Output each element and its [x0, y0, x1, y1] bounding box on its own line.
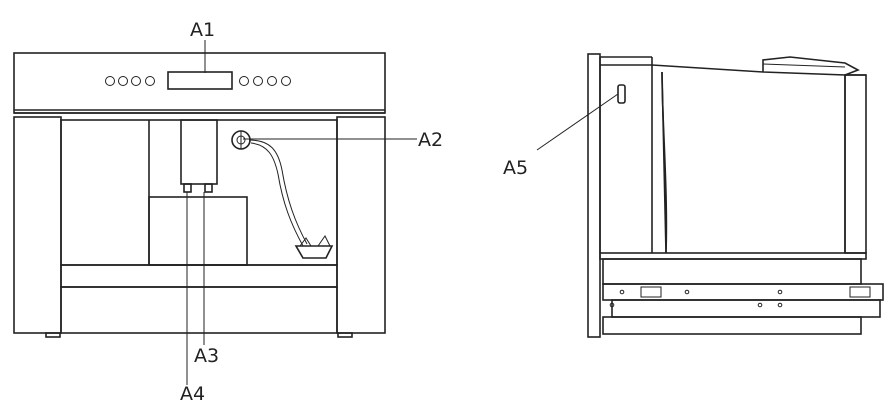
front-coffee-spout: [180, 119, 218, 185]
side-view: [536, 53, 884, 338]
side-base-drawer: [602, 258, 862, 285]
side-power-switch: [617, 84, 626, 104]
steam-knob: [231, 130, 251, 150]
front-top-panel: [13, 52, 386, 114]
steam-pipe: [248, 139, 308, 245]
front-drip-tray: [60, 264, 338, 288]
front-right-side-panel: [336, 116, 386, 334]
side-front-plate: [587, 53, 601, 338]
front-control-buttons: [105, 76, 291, 86]
label-a3: A3: [194, 345, 219, 367]
front-display: [167, 71, 233, 90]
label-a1: A1: [190, 19, 215, 41]
side-bottom-rail: [602, 283, 884, 301]
milk-frother-cup: [294, 245, 334, 259]
label-a2: A2: [418, 129, 443, 151]
side-top-lid: [762, 56, 860, 76]
label-a5: A5: [503, 157, 528, 179]
front-view: [13, 40, 417, 385]
front-cup-platform: [148, 196, 248, 266]
front-left-side-panel: [13, 116, 62, 334]
label-a4: A4: [180, 383, 205, 405]
